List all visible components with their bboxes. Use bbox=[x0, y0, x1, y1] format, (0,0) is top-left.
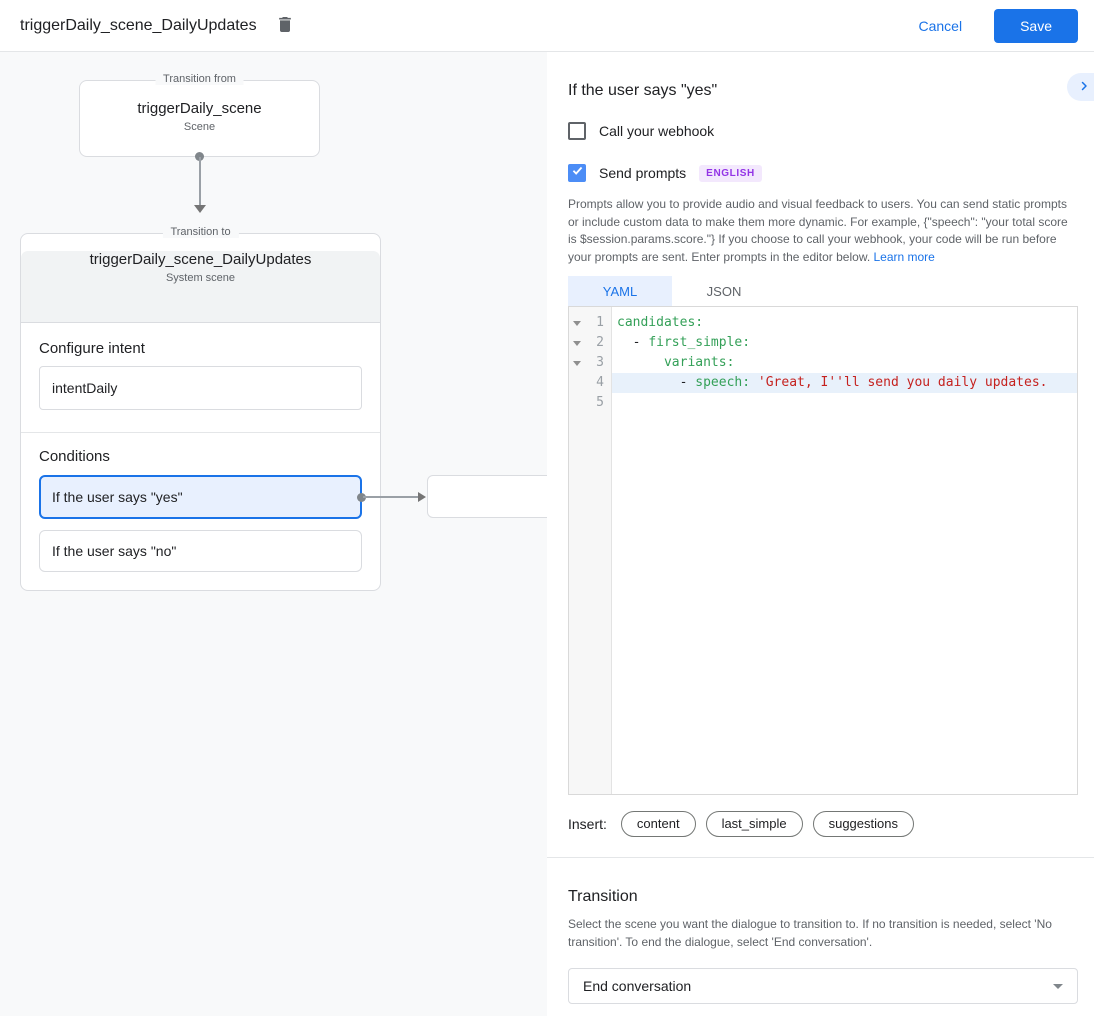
fold-arrow-icon[interactable] bbox=[573, 361, 581, 366]
line-number: 4 bbox=[596, 375, 604, 390]
collapse-panel-button[interactable] bbox=[1067, 73, 1094, 101]
insert-chip-last-simple[interactable]: last_simple bbox=[705, 811, 803, 837]
code-token: variants: bbox=[663, 355, 735, 370]
insert-chip-suggestions[interactable]: suggestions bbox=[812, 811, 914, 837]
line-number: 1 bbox=[596, 315, 604, 330]
language-badge: ENGLISH bbox=[699, 164, 762, 182]
to-scene-header: triggerDaily_scene_DailyUpdates System s… bbox=[21, 251, 380, 323]
condition-detail-panel: If the user says "yes" Call your webhook… bbox=[547, 52, 1094, 1016]
gutter-row: 1 bbox=[569, 313, 611, 333]
transition-description: Select the scene you want the dialogue t… bbox=[568, 917, 1052, 949]
code-token bbox=[617, 355, 664, 370]
trash-icon bbox=[275, 14, 295, 38]
page-title: triggerDaily_scene_DailyUpdates bbox=[20, 16, 257, 34]
divider bbox=[547, 857, 1094, 858]
condition-title: If the user says "yes" bbox=[568, 82, 718, 99]
chevron-down-icon bbox=[1053, 983, 1063, 989]
editor-code-area[interactable]: candidates: - first_simple: variants: - … bbox=[612, 307, 1077, 794]
condition-item-no[interactable]: If the user says "no" bbox=[39, 530, 362, 572]
gutter-row: 4 bbox=[569, 373, 611, 393]
editor-gutter: 1 2 3 4 5 bbox=[569, 307, 612, 794]
gutter-row: 5 bbox=[569, 393, 611, 413]
transition-section-title: Transition bbox=[568, 888, 638, 905]
code-line-1: candidates: bbox=[612, 313, 1077, 333]
gutter-row: 3 bbox=[569, 353, 611, 373]
line-number: 3 bbox=[596, 355, 604, 370]
code-token: - bbox=[617, 375, 696, 390]
to-scene-name: triggerDaily_scene_DailyUpdates bbox=[89, 251, 312, 268]
top-bar: triggerDaily_scene_DailyUpdates Cancel S… bbox=[0, 0, 1094, 52]
connector-line bbox=[199, 157, 201, 205]
insert-row: Insert: content last_simple suggestions bbox=[568, 811, 1078, 837]
connector-line bbox=[363, 496, 420, 498]
code-line-4-active: - speech: 'Great, I''ll send you daily u… bbox=[612, 373, 1077, 393]
send-prompts-row: Send prompts ENGLISH bbox=[568, 164, 1078, 182]
line-number: 5 bbox=[596, 395, 604, 410]
prompts-description: Prompts allow you to provide audio and v… bbox=[568, 196, 1078, 266]
divider bbox=[21, 432, 380, 433]
code-token: candidates: bbox=[617, 315, 704, 330]
transition-to-node[interactable]: Transition to triggerDaily_scene_DailyUp… bbox=[20, 226, 547, 591]
scene-flow-canvas: Transition from triggerDaily_scene Scene… bbox=[0, 52, 547, 1016]
gutter-row: 2 bbox=[569, 333, 611, 353]
fold-arrow-icon[interactable] bbox=[573, 341, 581, 346]
code-token: - bbox=[617, 335, 649, 350]
delete-button[interactable] bbox=[275, 14, 295, 38]
send-prompts-checkbox[interactable] bbox=[568, 164, 586, 182]
cancel-button[interactable]: Cancel bbox=[918, 17, 963, 34]
save-button[interactable]: Save bbox=[994, 8, 1078, 43]
configure-intent-label: Configure intent bbox=[39, 340, 145, 357]
editor-format-tabs: YAML JSON bbox=[568, 276, 1078, 307]
transition-to-legend: Transition to bbox=[162, 226, 239, 238]
tab-json[interactable]: JSON bbox=[672, 276, 776, 306]
webhook-row: Call your webhook bbox=[568, 122, 1078, 140]
call-webhook-label: Call your webhook bbox=[599, 123, 715, 139]
connector-dot bbox=[195, 152, 204, 161]
intent-name: intentDaily bbox=[52, 380, 118, 396]
from-scene-type: Scene bbox=[183, 121, 216, 133]
checkmark-icon bbox=[571, 164, 584, 182]
code-token: first_simple: bbox=[648, 335, 751, 350]
learn-more-link[interactable]: Learn more bbox=[873, 249, 935, 264]
condition-item-yes[interactable]: If the user says "yes" bbox=[39, 475, 547, 519]
arrow-right-icon bbox=[418, 492, 426, 502]
code-token: 'Great, I''ll send you daily updates. bbox=[750, 375, 1048, 390]
connector-dot bbox=[357, 492, 366, 502]
intent-item[interactable]: intentDaily bbox=[39, 366, 362, 410]
to-scene-type: System scene bbox=[165, 272, 236, 284]
conditions-label: Conditions bbox=[39, 448, 110, 465]
insert-label: Insert: bbox=[568, 816, 607, 832]
transition-select[interactable]: End conversation bbox=[568, 968, 1078, 1004]
send-prompts-label: Send prompts bbox=[599, 165, 687, 181]
call-webhook-checkbox[interactable] bbox=[568, 122, 586, 140]
fold-arrow-icon[interactable] bbox=[573, 321, 581, 326]
transition-select-value: End conversation bbox=[583, 978, 692, 994]
line-number: 2 bbox=[596, 335, 604, 350]
code-line-5 bbox=[612, 393, 1077, 413]
arrow-down-icon bbox=[194, 205, 206, 213]
condition-label: If the user says "no" bbox=[52, 543, 177, 559]
transition-from-legend: Transition from bbox=[155, 73, 244, 85]
transition-target-node[interactable] bbox=[427, 475, 547, 518]
code-line-3: variants: bbox=[612, 353, 1077, 373]
tab-yaml[interactable]: YAML bbox=[568, 276, 672, 306]
code-line-2: - first_simple: bbox=[612, 333, 1077, 353]
prompts-description-text: Prompts allow you to provide audio and v… bbox=[568, 197, 1068, 264]
code-token: speech: bbox=[695, 375, 751, 390]
insert-chip-content[interactable]: content bbox=[620, 811, 696, 837]
transition-from-node[interactable]: Transition from triggerDaily_scene Scene bbox=[79, 73, 320, 157]
yaml-code-editor[interactable]: 1 2 3 4 5 candidates: - first_simple: va… bbox=[568, 307, 1078, 795]
chevron-right-icon bbox=[1078, 80, 1090, 95]
from-scene-name: triggerDaily_scene bbox=[137, 100, 262, 117]
condition-label: If the user says "yes" bbox=[52, 489, 183, 505]
